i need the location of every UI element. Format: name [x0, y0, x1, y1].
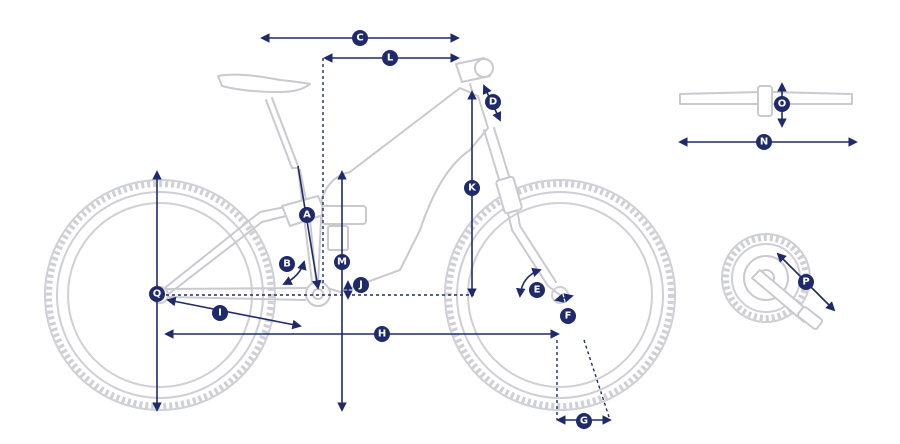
badge-p: P — [798, 274, 814, 290]
badge-g: G — [576, 413, 592, 429]
badge-o: O — [774, 96, 790, 112]
dim-line-b — [282, 260, 307, 285]
svg-text:P: P — [802, 277, 809, 288]
svg-text:D: D — [489, 97, 497, 108]
svg-text:C: C — [356, 33, 363, 44]
badge-b: B — [279, 256, 295, 272]
svg-text:O: O — [778, 99, 787, 110]
badge-m: M — [334, 254, 350, 270]
badge-c: C — [352, 30, 368, 46]
svg-text:K: K — [468, 183, 477, 194]
badge-f: F — [560, 308, 576, 324]
svg-text:F: F — [565, 311, 572, 322]
badge-q: Q — [149, 286, 165, 302]
badge-k: K — [464, 180, 480, 196]
badge-n: N — [756, 134, 772, 150]
dim-line-a — [297, 165, 322, 290]
svg-text:M: M — [337, 257, 347, 268]
handlebar-inset — [679, 85, 853, 117]
bike-outline — [44, 57, 676, 411]
svg-text:I: I — [218, 308, 222, 319]
badge-a: A — [299, 207, 315, 223]
badge-h: H — [374, 326, 390, 342]
svg-text:L: L — [387, 53, 394, 64]
dim-line-e — [515, 267, 542, 298]
svg-text:N: N — [760, 137, 768, 148]
svg-text:B: B — [283, 259, 291, 270]
svg-text:H: H — [378, 329, 386, 340]
dimension-badges: C L D K A M B J Q I H E F G O N P — [149, 30, 814, 429]
dim-guide-trail-b — [583, 339, 611, 421]
svg-text:G: G — [580, 416, 588, 427]
dim-line-i — [166, 296, 302, 330]
badge-e: E — [529, 282, 545, 298]
svg-text:A: A — [303, 210, 311, 221]
dim-line-f — [554, 293, 574, 303]
badge-l: L — [382, 50, 398, 66]
svg-text:J: J — [358, 280, 363, 291]
frame — [165, 57, 561, 307]
badge-j: J — [353, 277, 369, 293]
svg-text:E: E — [534, 285, 541, 296]
svg-text:Q: Q — [153, 289, 162, 300]
badge-i: I — [212, 305, 228, 321]
badge-d: D — [485, 94, 501, 110]
